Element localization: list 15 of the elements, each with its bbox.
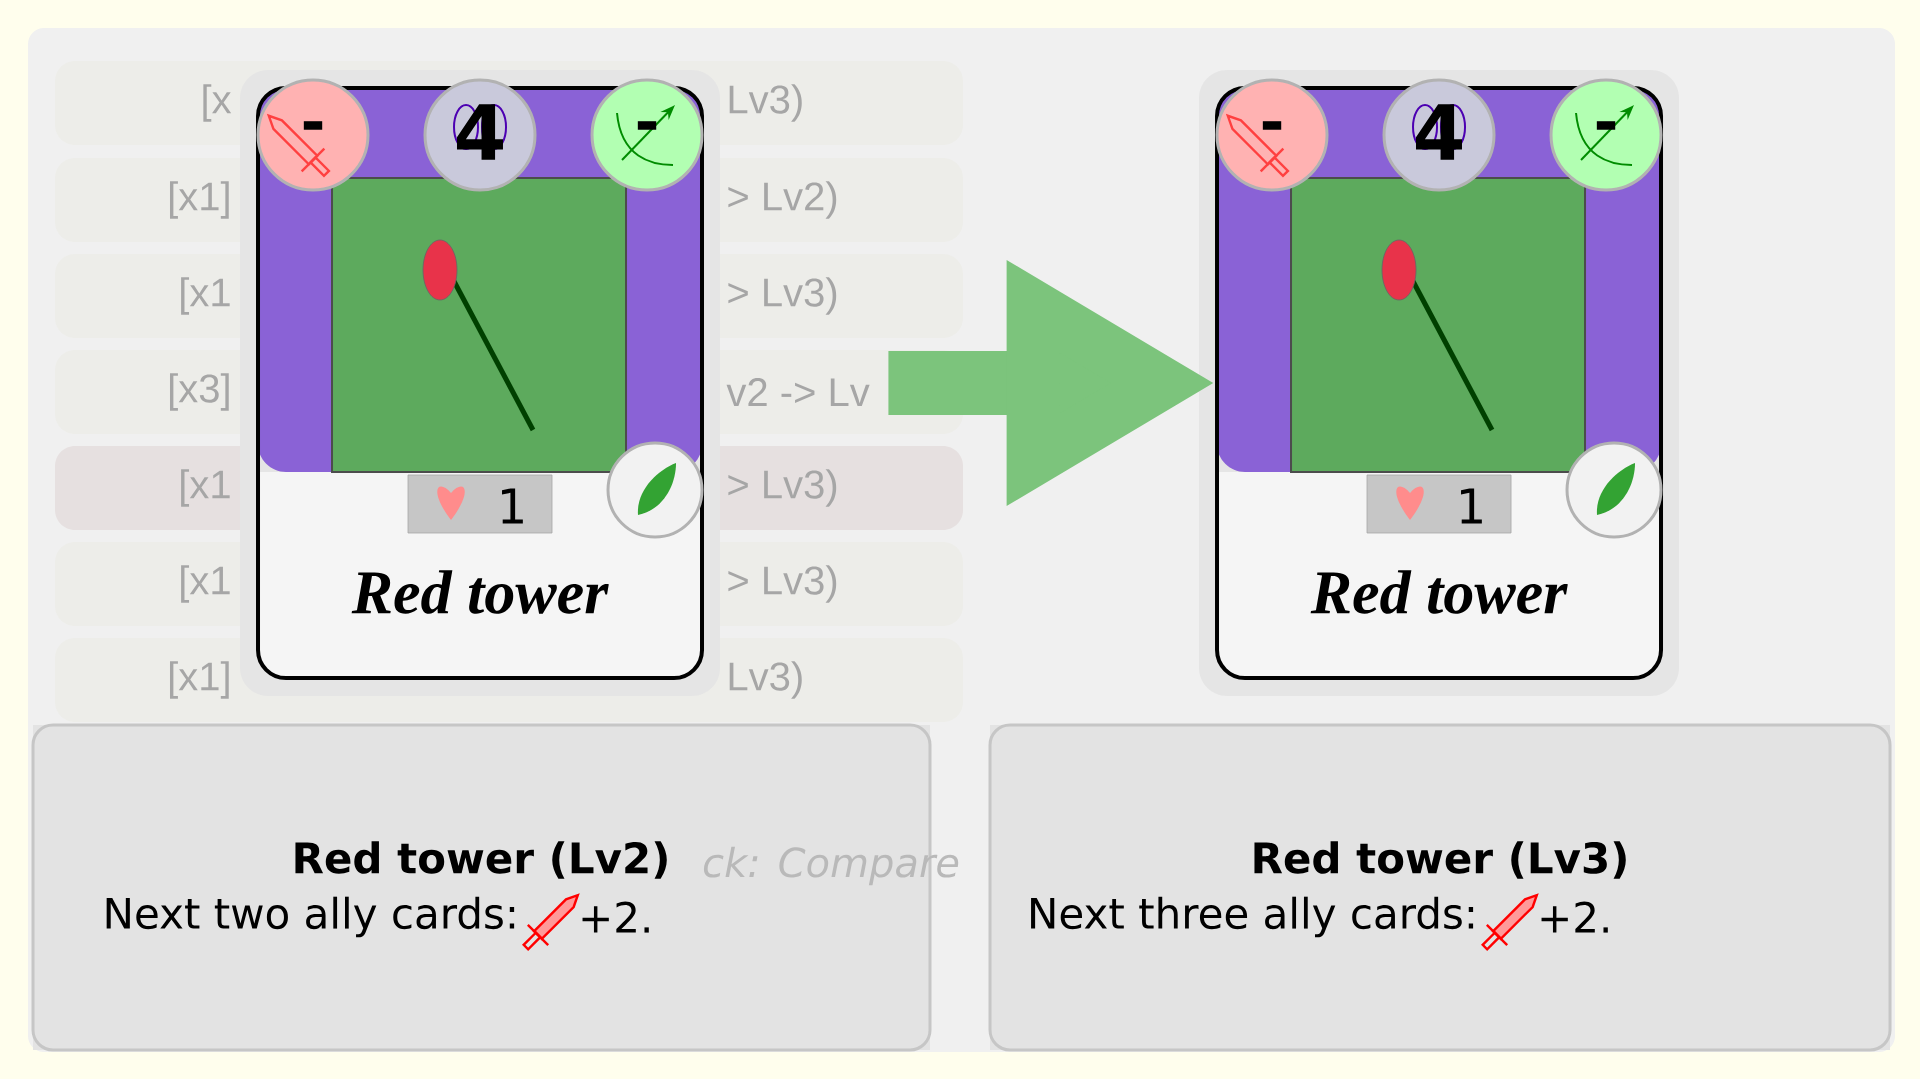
panel-text: +2.	[582, 901, 649, 933]
stat-badge: -	[1215, 78, 1329, 192]
panel-title: Red tower (Lv2)	[295, 841, 667, 879]
panel-text: Next two ally cards:	[106, 896, 515, 938]
health-badge: 1	[1366, 474, 1512, 534]
panel-text: +2.	[1541, 901, 1608, 933]
list-text: Lv3)	[729, 661, 802, 699]
list-text: [x1]	[170, 661, 229, 699]
stat-badge: -	[256, 78, 370, 192]
card-name: Red tower	[1310, 570, 1568, 614]
health-badge: 1	[407, 474, 553, 534]
list-text: v2 -> Lv	[726, 378, 870, 406]
panel-title: Red tower (Lv3)	[1254, 841, 1626, 879]
card-name: Red tower	[351, 570, 609, 614]
panel-text: Next three ally cards:	[1031, 896, 1474, 938]
